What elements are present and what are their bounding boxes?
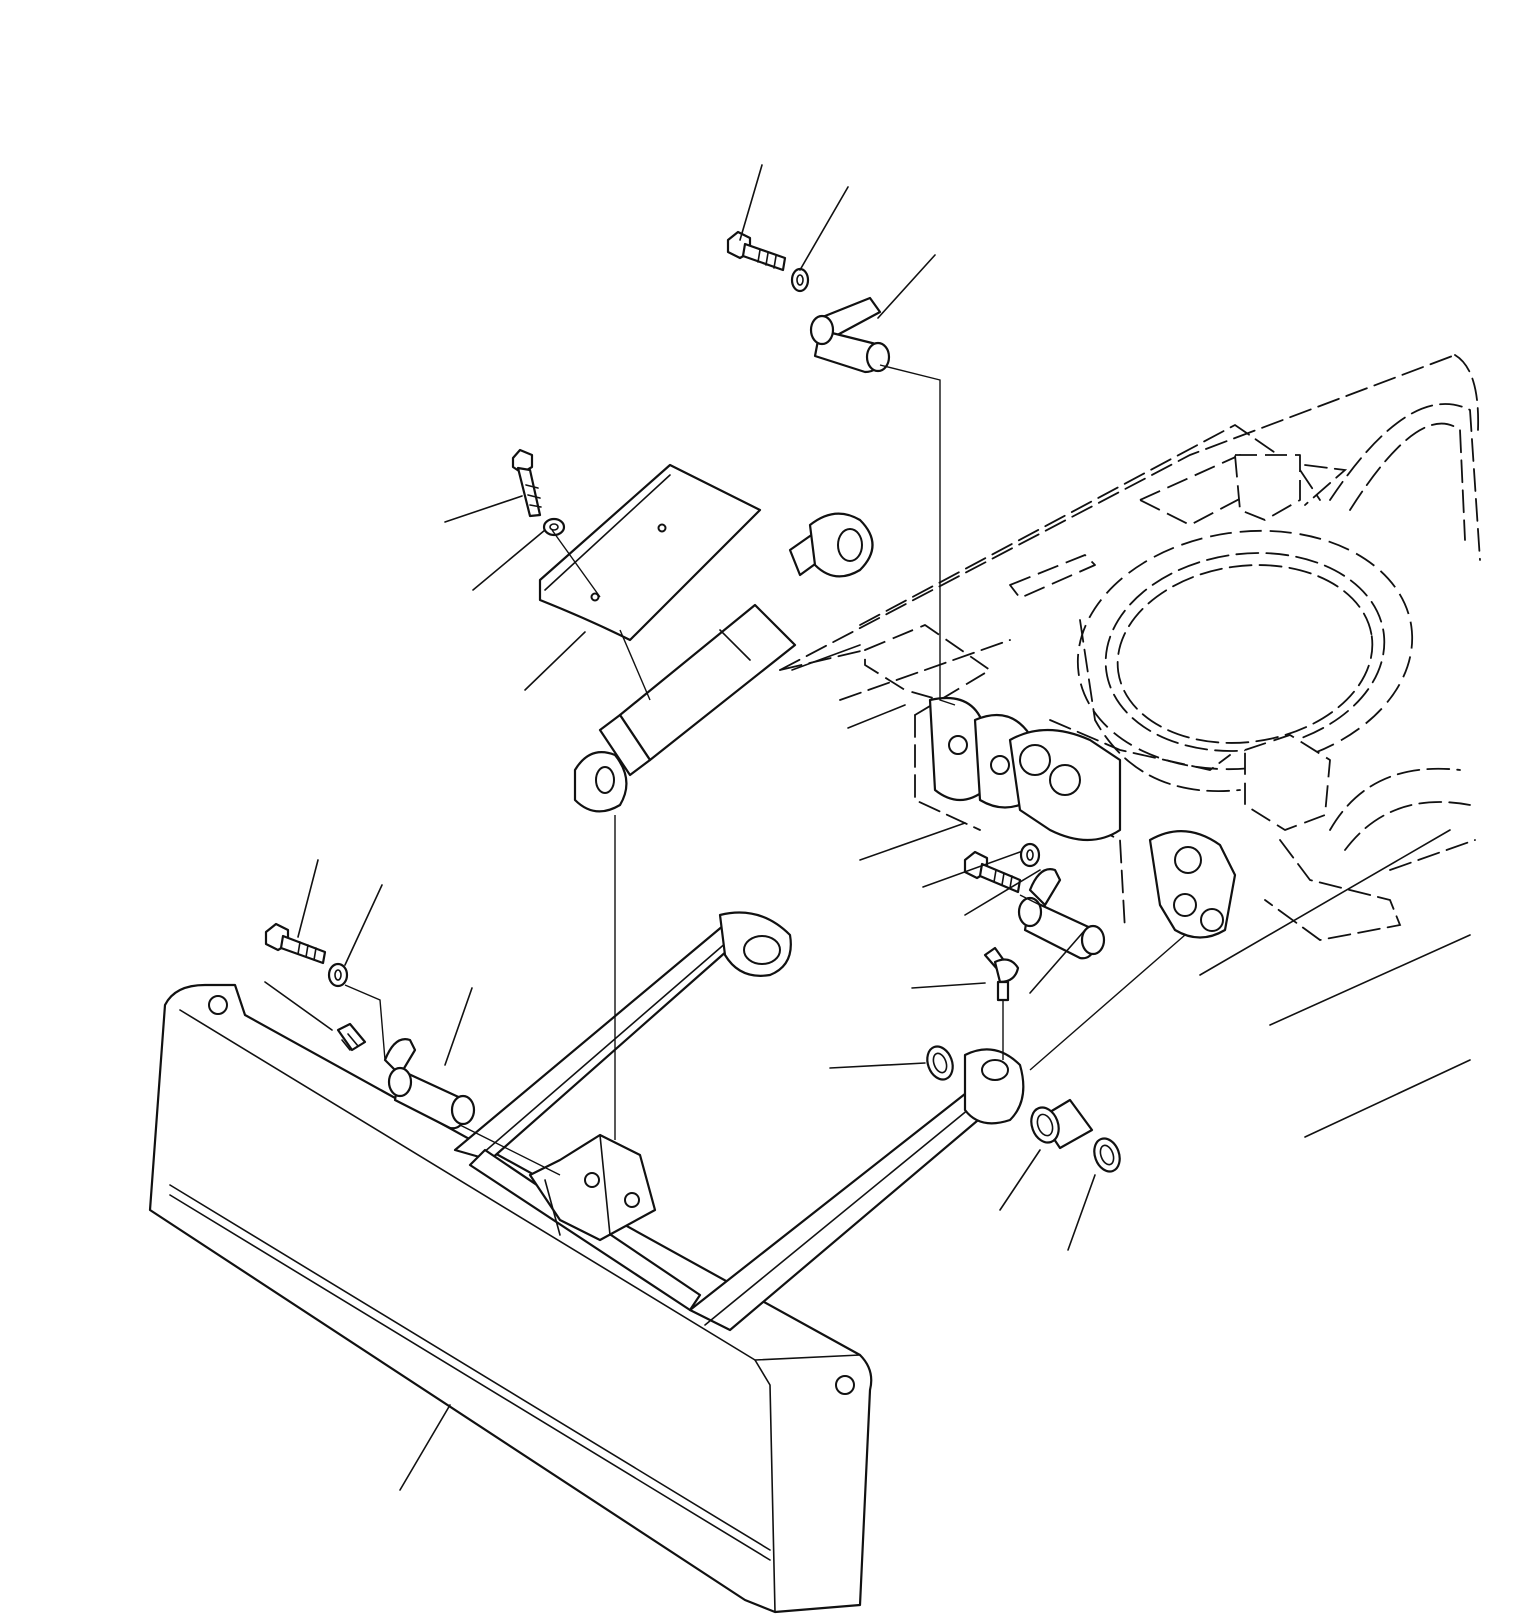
bushing <box>1030 1098 1094 1150</box>
assembly-lines <box>344 364 1186 1176</box>
leader-lines <box>264 164 1471 1491</box>
hydraulic-cylinder <box>573 512 874 813</box>
cylinder-guard-plate <box>538 463 762 642</box>
seals <box>926 1045 1121 1173</box>
center-cross-member <box>468 1133 702 1312</box>
bolt-left <box>264 922 327 965</box>
bolt-right <box>963 850 1022 894</box>
lower-left-pin <box>383 1038 476 1130</box>
bolt-top <box>726 230 787 272</box>
grease-fittings <box>336 946 1020 1052</box>
track-frame <box>779 354 1481 941</box>
blade-arm-right <box>688 1048 1025 1332</box>
washers <box>327 267 1041 988</box>
dozer-blade <box>148 983 873 1614</box>
upper-pin <box>809 296 891 374</box>
blade-arm-left <box>453 911 792 1162</box>
pivot-pin <box>1017 868 1106 960</box>
bolt-guard <box>511 448 542 518</box>
